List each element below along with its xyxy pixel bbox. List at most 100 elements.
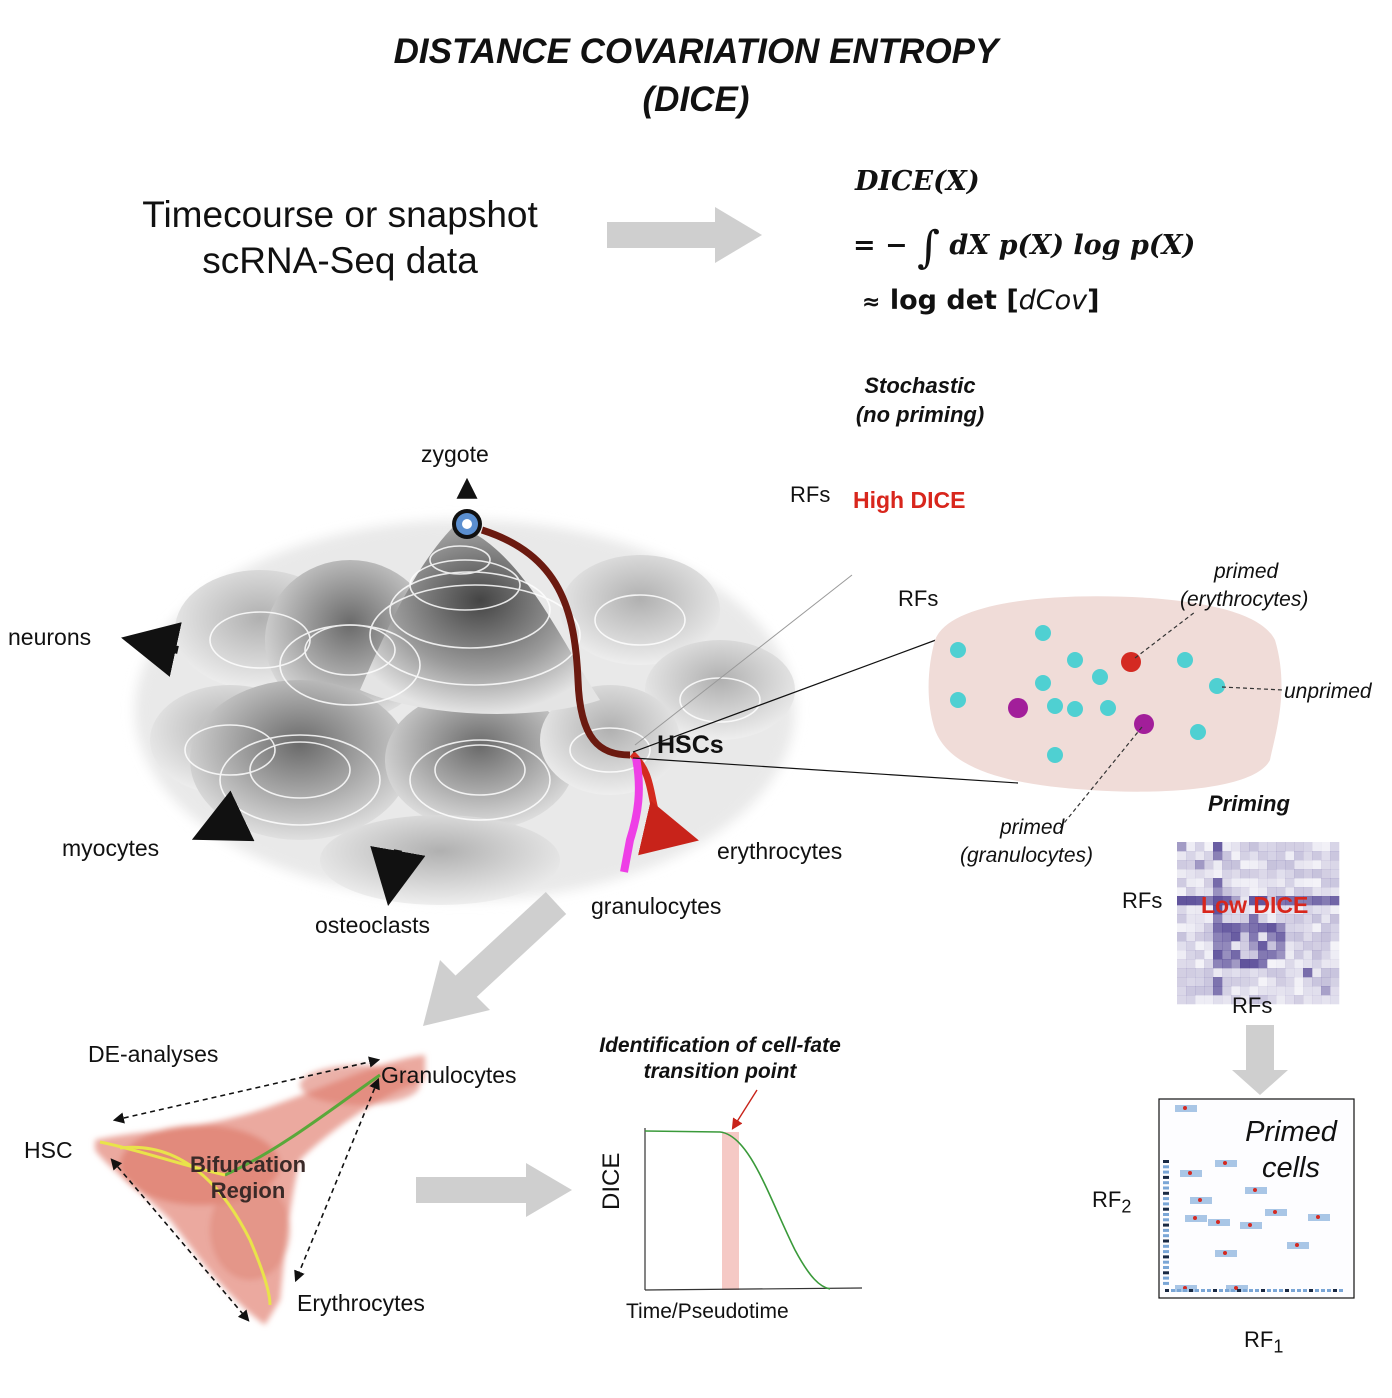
matrix-cell [1258, 905, 1268, 915]
dice-plot-title-line2: transition point [643, 1060, 797, 1083]
matrix-cell [1231, 959, 1241, 969]
matrix-cell [1303, 959, 1313, 969]
approx-sign: ≈ [862, 290, 881, 315]
matrix-cell [1285, 923, 1295, 933]
unprimed-cell [1067, 652, 1083, 668]
matrix-cell [1186, 941, 1196, 951]
primed-cell-point [1188, 1171, 1192, 1175]
matrix-cell [1231, 932, 1241, 942]
landscape-to-trajectory-arrow [423, 891, 567, 1026]
matrix-cell [1285, 959, 1295, 969]
matrix-cell [1231, 950, 1241, 960]
erythrocyte-branch [629, 751, 699, 856]
matrix-cell [1222, 923, 1232, 933]
leader-primed-gran [1059, 726, 1143, 829]
matrix-cell [1222, 896, 1232, 906]
matrix-cell [1285, 986, 1295, 996]
matrix-cell [1258, 914, 1268, 924]
formula-minus: = − [853, 230, 908, 261]
matrix-cell [1204, 968, 1214, 978]
matrix-cell [1276, 986, 1286, 996]
matrix-cell [1195, 995, 1205, 1005]
matrix-cell [1276, 995, 1286, 1005]
matrix-cell [1213, 932, 1223, 942]
bifurcation-region-label: Bifurcation Region [178, 1152, 318, 1204]
matrix-cell [1321, 869, 1331, 879]
matrix-cell [1195, 923, 1205, 933]
unprimed-cell [1190, 724, 1206, 740]
matrix-cell [1267, 941, 1277, 951]
density-mark [1303, 1289, 1307, 1292]
matrix-cell [1249, 968, 1259, 978]
matrix-cell [1258, 932, 1268, 942]
matrix-cell [1222, 941, 1232, 951]
matrix-cell [1177, 851, 1187, 861]
hsc-label: HSC [24, 1137, 73, 1163]
matrix-cell [1231, 878, 1241, 888]
matrix-cell [1204, 851, 1214, 861]
density-mark [1333, 1289, 1337, 1292]
matrix-cell [1213, 851, 1223, 861]
density-mark [1171, 1289, 1175, 1292]
matrix-cell [1204, 941, 1214, 951]
matrix-cell [1312, 968, 1322, 978]
matrix-cell [1303, 842, 1313, 852]
matrix-cell [1222, 959, 1232, 969]
matrix-cell [1213, 977, 1223, 987]
matrix-cell [1294, 923, 1304, 933]
label-myocytes: myocytes [62, 835, 160, 861]
primed-axis-x-text: RF [1244, 1327, 1274, 1352]
matrix-cell [1195, 941, 1205, 951]
density-mark [1195, 1289, 1199, 1292]
matrix-cell [1330, 923, 1340, 933]
density-mark [1163, 1197, 1169, 1201]
matrix-cell [1195, 950, 1205, 960]
density-mark [1219, 1289, 1223, 1292]
matrix-cell [1240, 968, 1250, 978]
matrix-cell [1267, 869, 1277, 879]
matrix-cell [1285, 905, 1295, 915]
matrix-cell [1249, 995, 1259, 1005]
matrix-cell [1195, 887, 1205, 897]
matrix-cell [1321, 977, 1331, 987]
matrix-cell [1285, 851, 1295, 861]
matrix-cell [1240, 932, 1250, 942]
primed-ery-line1: primed [1214, 560, 1279, 583]
matrix-cell [1249, 986, 1259, 996]
matrix-cell [1249, 959, 1259, 969]
de-arrow-left [110, 1158, 250, 1322]
stochastic-axis-y: RFs [790, 482, 831, 507]
matrix-cell [1222, 887, 1232, 897]
matrix-cell [1213, 923, 1223, 933]
density-mark [1165, 1289, 1169, 1292]
matrix-cell [1312, 923, 1322, 933]
primed-cells-plot [1158, 1098, 1355, 1299]
matrix-cell [1222, 869, 1232, 879]
formula-close: ] [1087, 285, 1100, 316]
matrix-cell [1186, 950, 1196, 960]
matrix-cell [1249, 977, 1259, 987]
density-mark [1249, 1289, 1253, 1292]
matrix-cell [1330, 887, 1340, 897]
matrix-cell [1294, 914, 1304, 924]
matrix-cell [1222, 842, 1232, 852]
matrix-cell [1258, 968, 1268, 978]
high-dice-badge: High DICE [853, 487, 966, 513]
matrix-cell [1177, 941, 1187, 951]
unprimed-cell [950, 642, 966, 658]
formula-line1: DICE(X) [855, 166, 980, 197]
matrix-cell [1213, 995, 1223, 1005]
matrix-cell [1303, 887, 1313, 897]
density-mark [1163, 1234, 1169, 1238]
density-mark [1291, 1289, 1295, 1292]
matrix-cell [1213, 878, 1223, 888]
density-mark [1163, 1186, 1169, 1190]
matrix-cell [1312, 941, 1322, 951]
matrix-cell [1303, 977, 1313, 987]
matrix-cell [1240, 851, 1250, 861]
density-mark [1297, 1289, 1301, 1292]
matrix-cell [1204, 887, 1214, 897]
matrix-cell [1231, 968, 1241, 978]
primed-cell-point [1223, 1251, 1227, 1255]
matrix-cell [1267, 887, 1277, 897]
